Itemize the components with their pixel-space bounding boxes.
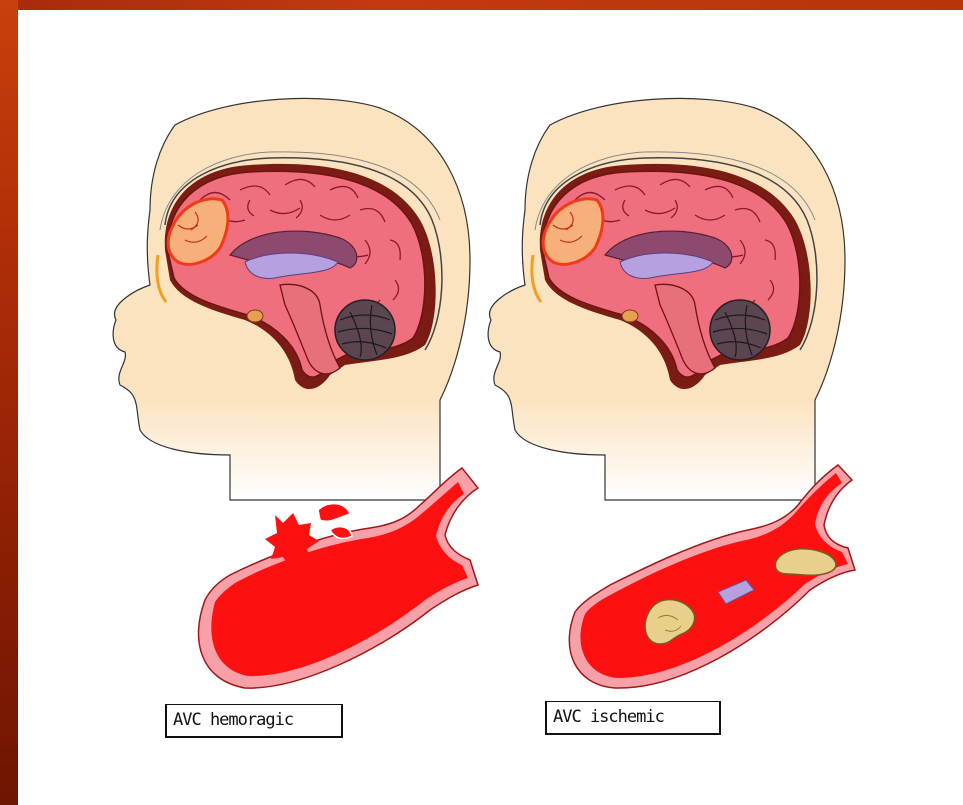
hemorrhagic-artery-illustration [198,468,478,688]
ischemic-stroke-label: AVC ischemic [545,701,721,735]
right-head-illustration [488,98,845,500]
left-head-illustration [113,98,470,500]
hemorrhagic-stroke-label: AVC hemoragic [165,704,343,738]
